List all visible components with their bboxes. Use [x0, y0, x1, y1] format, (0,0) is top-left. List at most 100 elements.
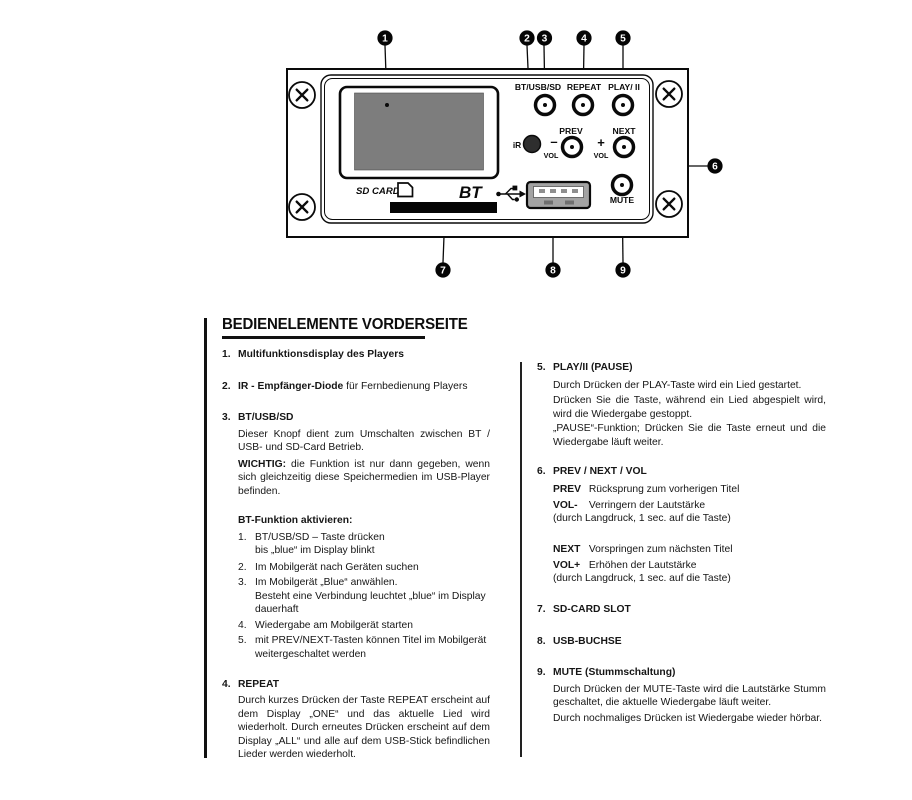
- callout-3: 3: [536, 30, 553, 46]
- next-text: Vorspringen zum nächsten Titel: [588, 543, 733, 555]
- panel-inner-frame-inner: [324, 78, 650, 220]
- step-number: 3.: [238, 577, 247, 588]
- vol-plus-word: VOL: [594, 151, 609, 160]
- step-line: BT/USB/SD – Taste drücken: [255, 531, 385, 543]
- svg-text:1: 1: [382, 34, 388, 45]
- item-4-repeat: 4. REPEAT: [222, 678, 490, 692]
- callout-4: 4: [576, 30, 592, 46]
- step-text: mit PREV/NEXT-Tasten können Titel im Mob…: [255, 634, 486, 661]
- prev-text: Rücksprung zum vorherigen Titel: [588, 483, 740, 495]
- step-number: 5.: [238, 635, 247, 646]
- item-1-display: 1. Multifunktionsdisplay des Players: [222, 348, 490, 362]
- prev-button-label: PREV: [559, 126, 583, 136]
- step-4: 4. Wiedergabe am Mobilgerät starten: [238, 619, 490, 633]
- prev-description: PREV Rücksprung zum vorherigen Titel: [553, 483, 826, 497]
- vol-plus-text: Erhöhen der Lautstärke: [588, 559, 697, 571]
- vol-minus-sign: –: [550, 134, 557, 149]
- step-line: mit PREV/NEXT-Tasten können Titel im Mob…: [255, 635, 487, 646]
- bt-activate-subheading: BT-Funktion aktivieren:: [238, 515, 353, 526]
- bt-usb-sd-button-label: BT/USB/SD: [515, 82, 561, 92]
- vol-minus-text: Verringern der Lautstärke: [588, 499, 706, 511]
- wichtig-label: WICHTIG:: [238, 458, 287, 470]
- sd-card-label: SD CARD: [356, 186, 400, 197]
- callout-7: 7: [435, 262, 451, 278]
- item-title: Multifunktionsdisplay des Players: [238, 349, 404, 360]
- step-number: 1.: [238, 531, 247, 543]
- display-screen[interactable]: [354, 92, 484, 171]
- item-title: SD-CARD SLOT: [553, 604, 631, 615]
- ir-receiver-diode: [522, 134, 542, 154]
- callout-8: 8: [545, 262, 561, 278]
- callout-5: 5: [615, 30, 631, 46]
- item-title: BT/USB/SD: [238, 412, 294, 423]
- svg-text:3: 3: [542, 34, 548, 45]
- screw-icon-top-left: [288, 81, 316, 109]
- svg-text:9: 9: [620, 266, 626, 277]
- repeat-button-label: REPEAT: [567, 82, 602, 92]
- svg-text:4: 4: [581, 34, 587, 45]
- step-line: Im Mobilgerät „Blue“ anwählen.: [255, 577, 398, 588]
- step-3: 3. Im Mobilgerät „Blue“ anwählen. Besteh…: [238, 576, 490, 617]
- item-text-rest: für Fernbedienung Players: [343, 380, 468, 392]
- item-title: USB-BUCHSE: [553, 636, 622, 647]
- step-5: 5. mit PREV/NEXT-Tasten können Titel im …: [238, 634, 490, 661]
- screw-icon-bottom-left: [288, 193, 316, 221]
- column-divider: [520, 362, 522, 757]
- item-number: 9.: [537, 667, 546, 678]
- item-7-sd-card-slot: 7. SD-CARD SLOT: [537, 603, 826, 617]
- step-line: weitergeschaltet werden: [255, 648, 367, 660]
- svg-text:2: 2: [524, 34, 530, 45]
- item-number: 2.: [222, 380, 231, 392]
- bt-activate-steps: 1. BT/USB/SD – Taste drücken bis „blue“ …: [238, 531, 490, 662]
- sd-card-slot[interactable]: [390, 202, 497, 213]
- item-5-paragraph-1: Durch Drücken der PLAY-Taste wird ein Li…: [553, 379, 802, 391]
- item-number: 8.: [537, 636, 546, 647]
- screw-icon-top-right: [655, 80, 683, 108]
- vol-plus-key: VOL+: [553, 559, 581, 571]
- item-title: PREV / NEXT / VOL: [553, 466, 647, 477]
- step-2: 2. Im Mobilgerät nach Geräten suchen: [238, 561, 490, 575]
- item-3-bt-usb-sd: 3. BT/USB/SD: [222, 411, 490, 425]
- item-title: MUTE (Stummschaltung): [553, 667, 676, 678]
- item-number: 1.: [222, 349, 231, 360]
- item-number: 6.: [537, 466, 546, 477]
- next-key: NEXT: [553, 543, 581, 555]
- svg-text:5: 5: [620, 34, 626, 45]
- sd-card-icon: [397, 182, 414, 198]
- play-pause-button-label: PLAY/ II: [608, 82, 640, 92]
- screw-icon-bottom-right: [655, 190, 683, 218]
- item-5-play-pause: 5. PLAY/II (PAUSE): [537, 361, 826, 375]
- step-text: Wiedergabe am Mobilgerät starten: [255, 619, 413, 631]
- item-3-paragraph-2: WICHTIG: die Funktion ist nur dann gegeb…: [238, 458, 490, 499]
- callout-1: 1: [377, 30, 393, 46]
- left-column: 1. Multifunktionsdisplay des Players 2. …: [222, 344, 490, 762]
- svg-text:7: 7: [440, 266, 446, 277]
- right-column: 5. PLAY/II (PAUSE) Durch Drücken der PLA…: [537, 357, 826, 725]
- vol-minus-note: (durch Langdruck, 1 sec. auf die Taste): [553, 513, 731, 524]
- step-number: 2.: [238, 561, 247, 573]
- item-number: 3.: [222, 412, 231, 423]
- item-2-ir-diode: 2. IR - Empfänger-Diode für Fernbedienun…: [222, 380, 490, 394]
- callout-6: 6: [707, 158, 723, 174]
- panel-inner-frame-outer: [320, 74, 654, 224]
- item-8-usb-buchse: 8. USB-BUCHSE: [537, 635, 826, 649]
- item-9-paragraph-1: Durch Drücken der MUTE-Taste wird die La…: [553, 683, 826, 709]
- usb-socket[interactable]: [525, 180, 592, 210]
- usb-icon: [496, 185, 526, 202]
- step-line: dauerhaft: [255, 604, 299, 615]
- item-5-paragraph-3: „PAUSE“-Funktion; Drücken Sie die Taste …: [553, 423, 826, 448]
- item-4-paragraph: Durch kurzes Drücken der Taste REPEAT er…: [238, 695, 490, 760]
- step-line: bis „blue“ im Display blinkt: [255, 545, 375, 556]
- prev-key: PREV: [553, 483, 582, 495]
- step-text: Im Mobilgerät „Blue“ anwählen. Besteht e…: [255, 576, 486, 617]
- svg-text:8: 8: [550, 266, 556, 277]
- item-number: 5.: [537, 362, 546, 373]
- next-button-label: NEXT: [613, 126, 637, 136]
- item-text: IR - Empfänger-Diode für Fernbedienung P…: [238, 380, 467, 394]
- title-underline: [222, 336, 425, 339]
- item-number: 4.: [222, 678, 231, 690]
- vol-plus-description: VOL+ Erhöhen der Lautstärke: [553, 559, 826, 573]
- item-title: IR - Empfänger-Diode: [238, 380, 344, 392]
- next-description: NEXT Vorspringen zum nächsten Titel: [553, 543, 826, 557]
